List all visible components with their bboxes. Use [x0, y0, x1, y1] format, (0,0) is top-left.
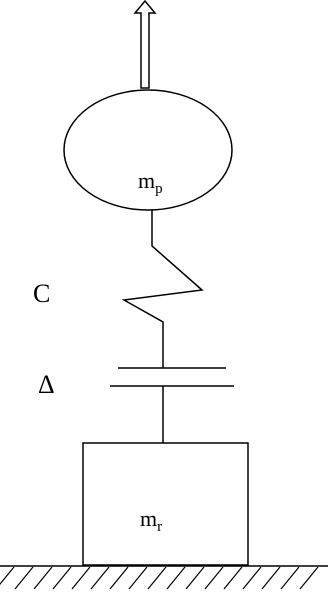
hatch-mark	[128, 566, 148, 590]
spring	[121, 210, 204, 368]
ground-hatching	[0, 566, 319, 590]
hatch-mark	[242, 566, 262, 590]
lower-mass-box	[82, 442, 249, 566]
hatch-mark	[185, 566, 205, 590]
hatch-mark	[223, 566, 243, 590]
hatch-mark	[90, 566, 110, 590]
hatch-mark	[299, 566, 319, 590]
upper-mass-subscript: p	[155, 181, 163, 197]
hatch-mark	[109, 566, 129, 590]
upper-mass-ellipse	[63, 89, 233, 211]
up-arrow-icon	[133, 0, 157, 89]
upper-mass-label: mp	[138, 168, 163, 197]
hatch-mark	[261, 566, 281, 590]
lower-mass-symbol: m	[140, 506, 157, 531]
hatch-mark	[14, 566, 34, 590]
lower-mass-subscript: r	[157, 519, 162, 535]
hatch-mark	[280, 566, 300, 590]
upper-mass-symbol: m	[138, 168, 155, 193]
spring-label: C	[33, 279, 50, 308]
hatch-mark	[52, 566, 72, 590]
hatch-mark	[166, 566, 186, 590]
hatch-mark	[147, 566, 167, 590]
hatch-mark	[0, 566, 15, 586]
hatch-mark	[204, 566, 224, 590]
lower-mass-label: mr	[140, 506, 162, 535]
hatch-mark	[71, 566, 91, 590]
hatch-mark	[33, 566, 53, 590]
gap-label: Δ	[38, 370, 55, 399]
